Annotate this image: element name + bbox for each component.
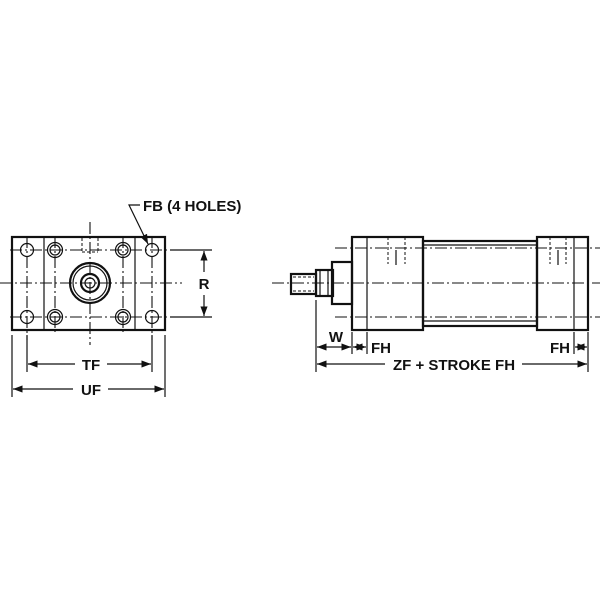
dimension-zf-label: ZF + STROKE FH — [393, 357, 515, 374]
mounting-holes — [10, 236, 170, 340]
dimension-r-label: R — [199, 276, 210, 293]
dimension-fh-front-label: FH — [371, 340, 391, 357]
rod-boss — [68, 261, 112, 305]
side-view: W FH FH ZF + STROKE FH — [272, 235, 600, 374]
end-view: R FB (4 HOLES) TF UF — [0, 198, 241, 399]
dimension-w-label: W — [329, 329, 344, 346]
dimension-uf-label: UF — [81, 382, 101, 399]
dimension-fb-label: FB (4 HOLES) — [143, 198, 241, 215]
dimension-tf-label: TF — [82, 357, 100, 374]
dimension-fh-rear-label: FH — [550, 340, 570, 357]
